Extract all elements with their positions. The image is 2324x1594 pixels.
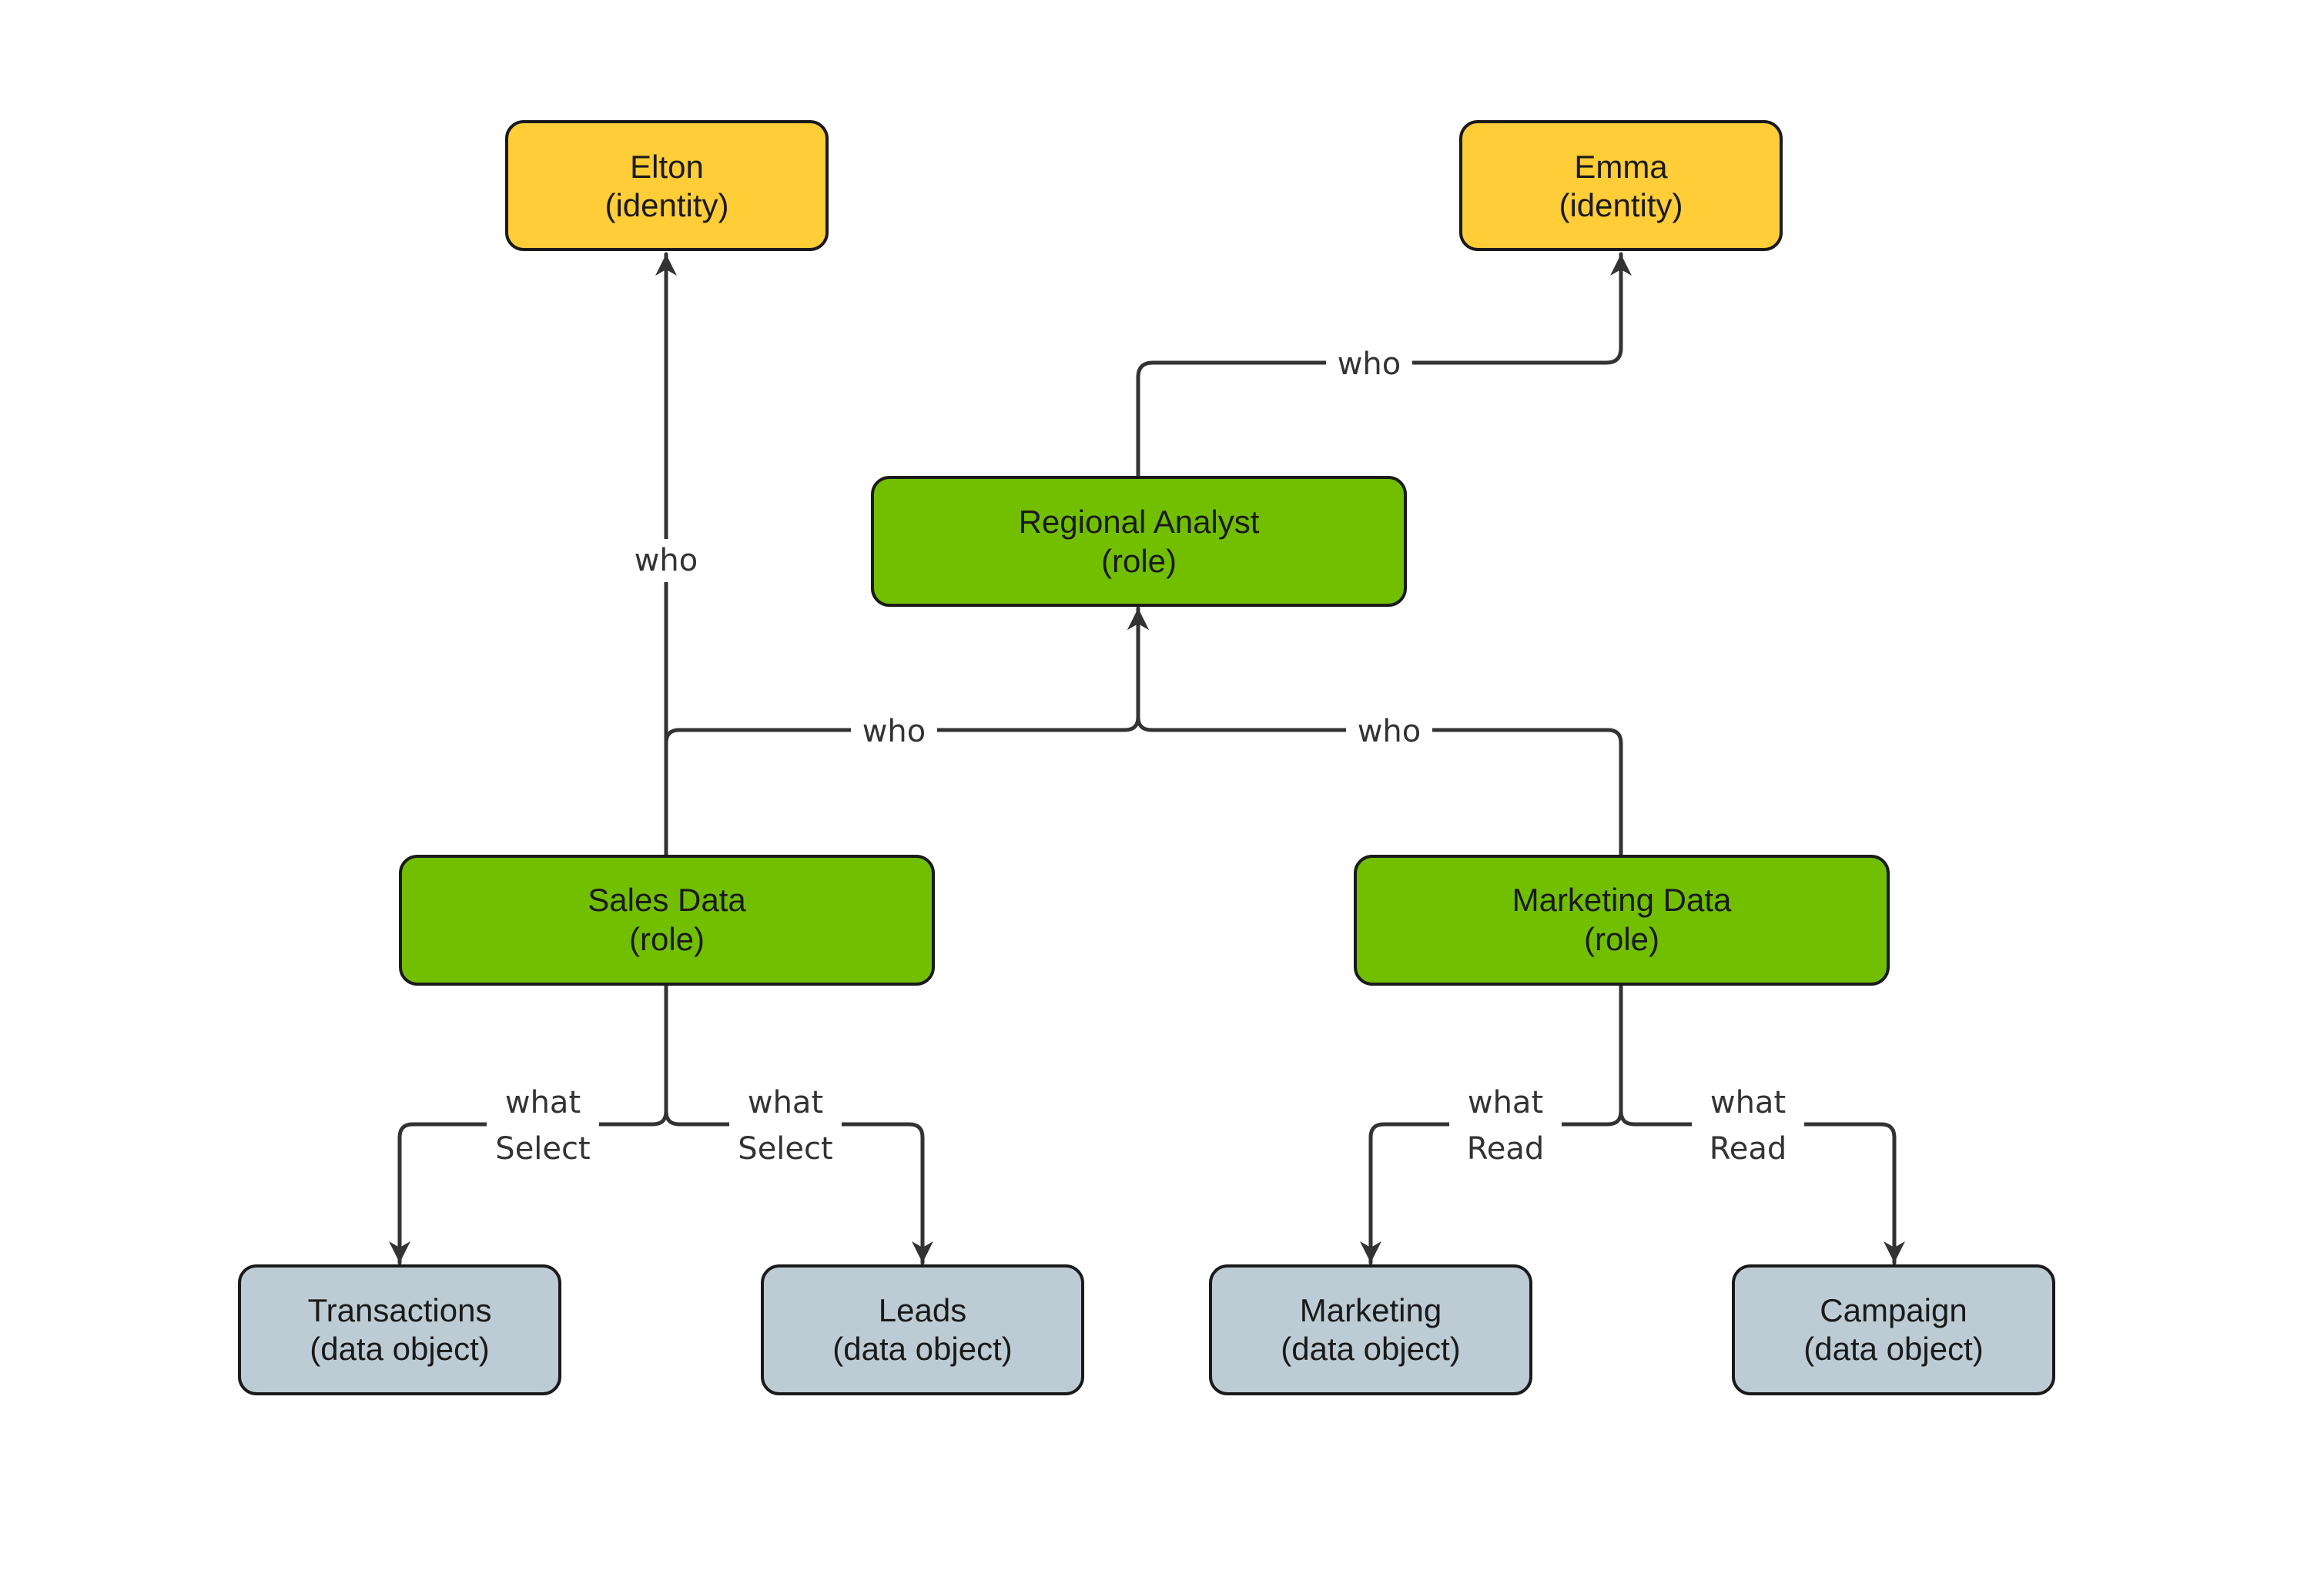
node-elton[interactable]: Elton (identity) — [505, 120, 829, 251]
node-type: (role) — [1101, 543, 1177, 579]
node-type: (role) — [1584, 921, 1659, 957]
edge-label-what: what — [1468, 1085, 1543, 1120]
node-sales-data[interactable]: Sales Data (role) — [399, 855, 935, 986]
edge-label-bg — [1326, 341, 1412, 384]
node-type: (data object) — [832, 1331, 1012, 1367]
node-box — [761, 1264, 1084, 1395]
node-box — [1209, 1264, 1532, 1395]
node-campaign[interactable]: Campaign (data object) — [1732, 1264, 2055, 1395]
edge-label-what: what — [505, 1085, 581, 1120]
edge-marketing-to-marketing: what Read — [1360, 980, 1623, 1265]
node-transactions[interactable]: Transactions (data object) — [238, 1264, 561, 1395]
node-type: (role) — [629, 921, 705, 957]
edge-label-bg — [1449, 1078, 1562, 1170]
edge-label-permission: Read — [1467, 1131, 1545, 1167]
node-type: (data object) — [1803, 1331, 1983, 1367]
node-type: (data object) — [310, 1331, 489, 1367]
edge-label-bg — [1692, 1078, 1804, 1170]
edge-label-what: what — [1710, 1085, 1786, 1120]
node-box — [399, 855, 935, 986]
edge-label-bg — [851, 708, 937, 752]
edge-label-who: who — [635, 543, 698, 578]
node-type: (identity) — [604, 187, 728, 223]
node-title: Transactions — [308, 1292, 492, 1328]
edge-sales-to-analyst: who — [664, 606, 1149, 857]
node-marketing[interactable]: Marketing (data object) — [1209, 1264, 1532, 1395]
node-box — [1732, 1264, 2055, 1395]
node-title: Campaign — [1820, 1292, 1967, 1328]
node-marketing-data[interactable]: Marketing Data (role) — [1354, 855, 1890, 986]
edge-analyst-to-emma: who — [1136, 252, 1632, 478]
edge-sales-to-leads: what Select — [664, 980, 933, 1265]
edge-marketing-to-analyst: who — [1127, 606, 1623, 857]
edge-label-bg — [1346, 708, 1432, 752]
node-regional-analyst[interactable]: Regional Analyst (role) — [871, 476, 1407, 607]
node-title: Marketing Data — [1512, 882, 1732, 918]
edge-label-permission: Select — [495, 1131, 590, 1167]
node-title: Sales Data — [588, 882, 746, 918]
node-box — [871, 476, 1407, 607]
node-box — [505, 120, 829, 251]
node-emma[interactable]: Emma (identity) — [1459, 120, 1783, 251]
node-type: (identity) — [1559, 187, 1683, 223]
node-title: Emma — [1574, 149, 1668, 185]
edge-label-bg — [729, 1078, 842, 1170]
node-title: Marketing — [1300, 1292, 1442, 1328]
edge-label-who: who — [862, 714, 926, 749]
edge-sales-to-elton: who — [625, 252, 707, 857]
edge-label-permission: Select — [738, 1131, 832, 1167]
node-title: Regional Analyst — [1019, 504, 1260, 540]
edge-label-who: who — [1338, 347, 1401, 382]
node-leads[interactable]: Leads (data object) — [761, 1264, 1084, 1395]
node-type: (data object) — [1281, 1331, 1460, 1367]
edge-label-permission: Read — [1710, 1131, 1787, 1167]
node-box — [238, 1264, 561, 1395]
edge-sales-to-transactions: what Select — [389, 980, 668, 1265]
edge-marketing-to-campaign: what Read — [1619, 980, 1905, 1265]
edge-label-who: who — [1358, 714, 1422, 749]
edge-label-bg — [487, 1078, 599, 1170]
node-title: Leads — [879, 1292, 966, 1328]
node-box — [1459, 120, 1783, 251]
node-box — [1354, 855, 1890, 986]
edge-label-what: what — [748, 1085, 823, 1120]
edge-label-bg — [625, 539, 707, 582]
node-title: Elton — [630, 149, 704, 185]
